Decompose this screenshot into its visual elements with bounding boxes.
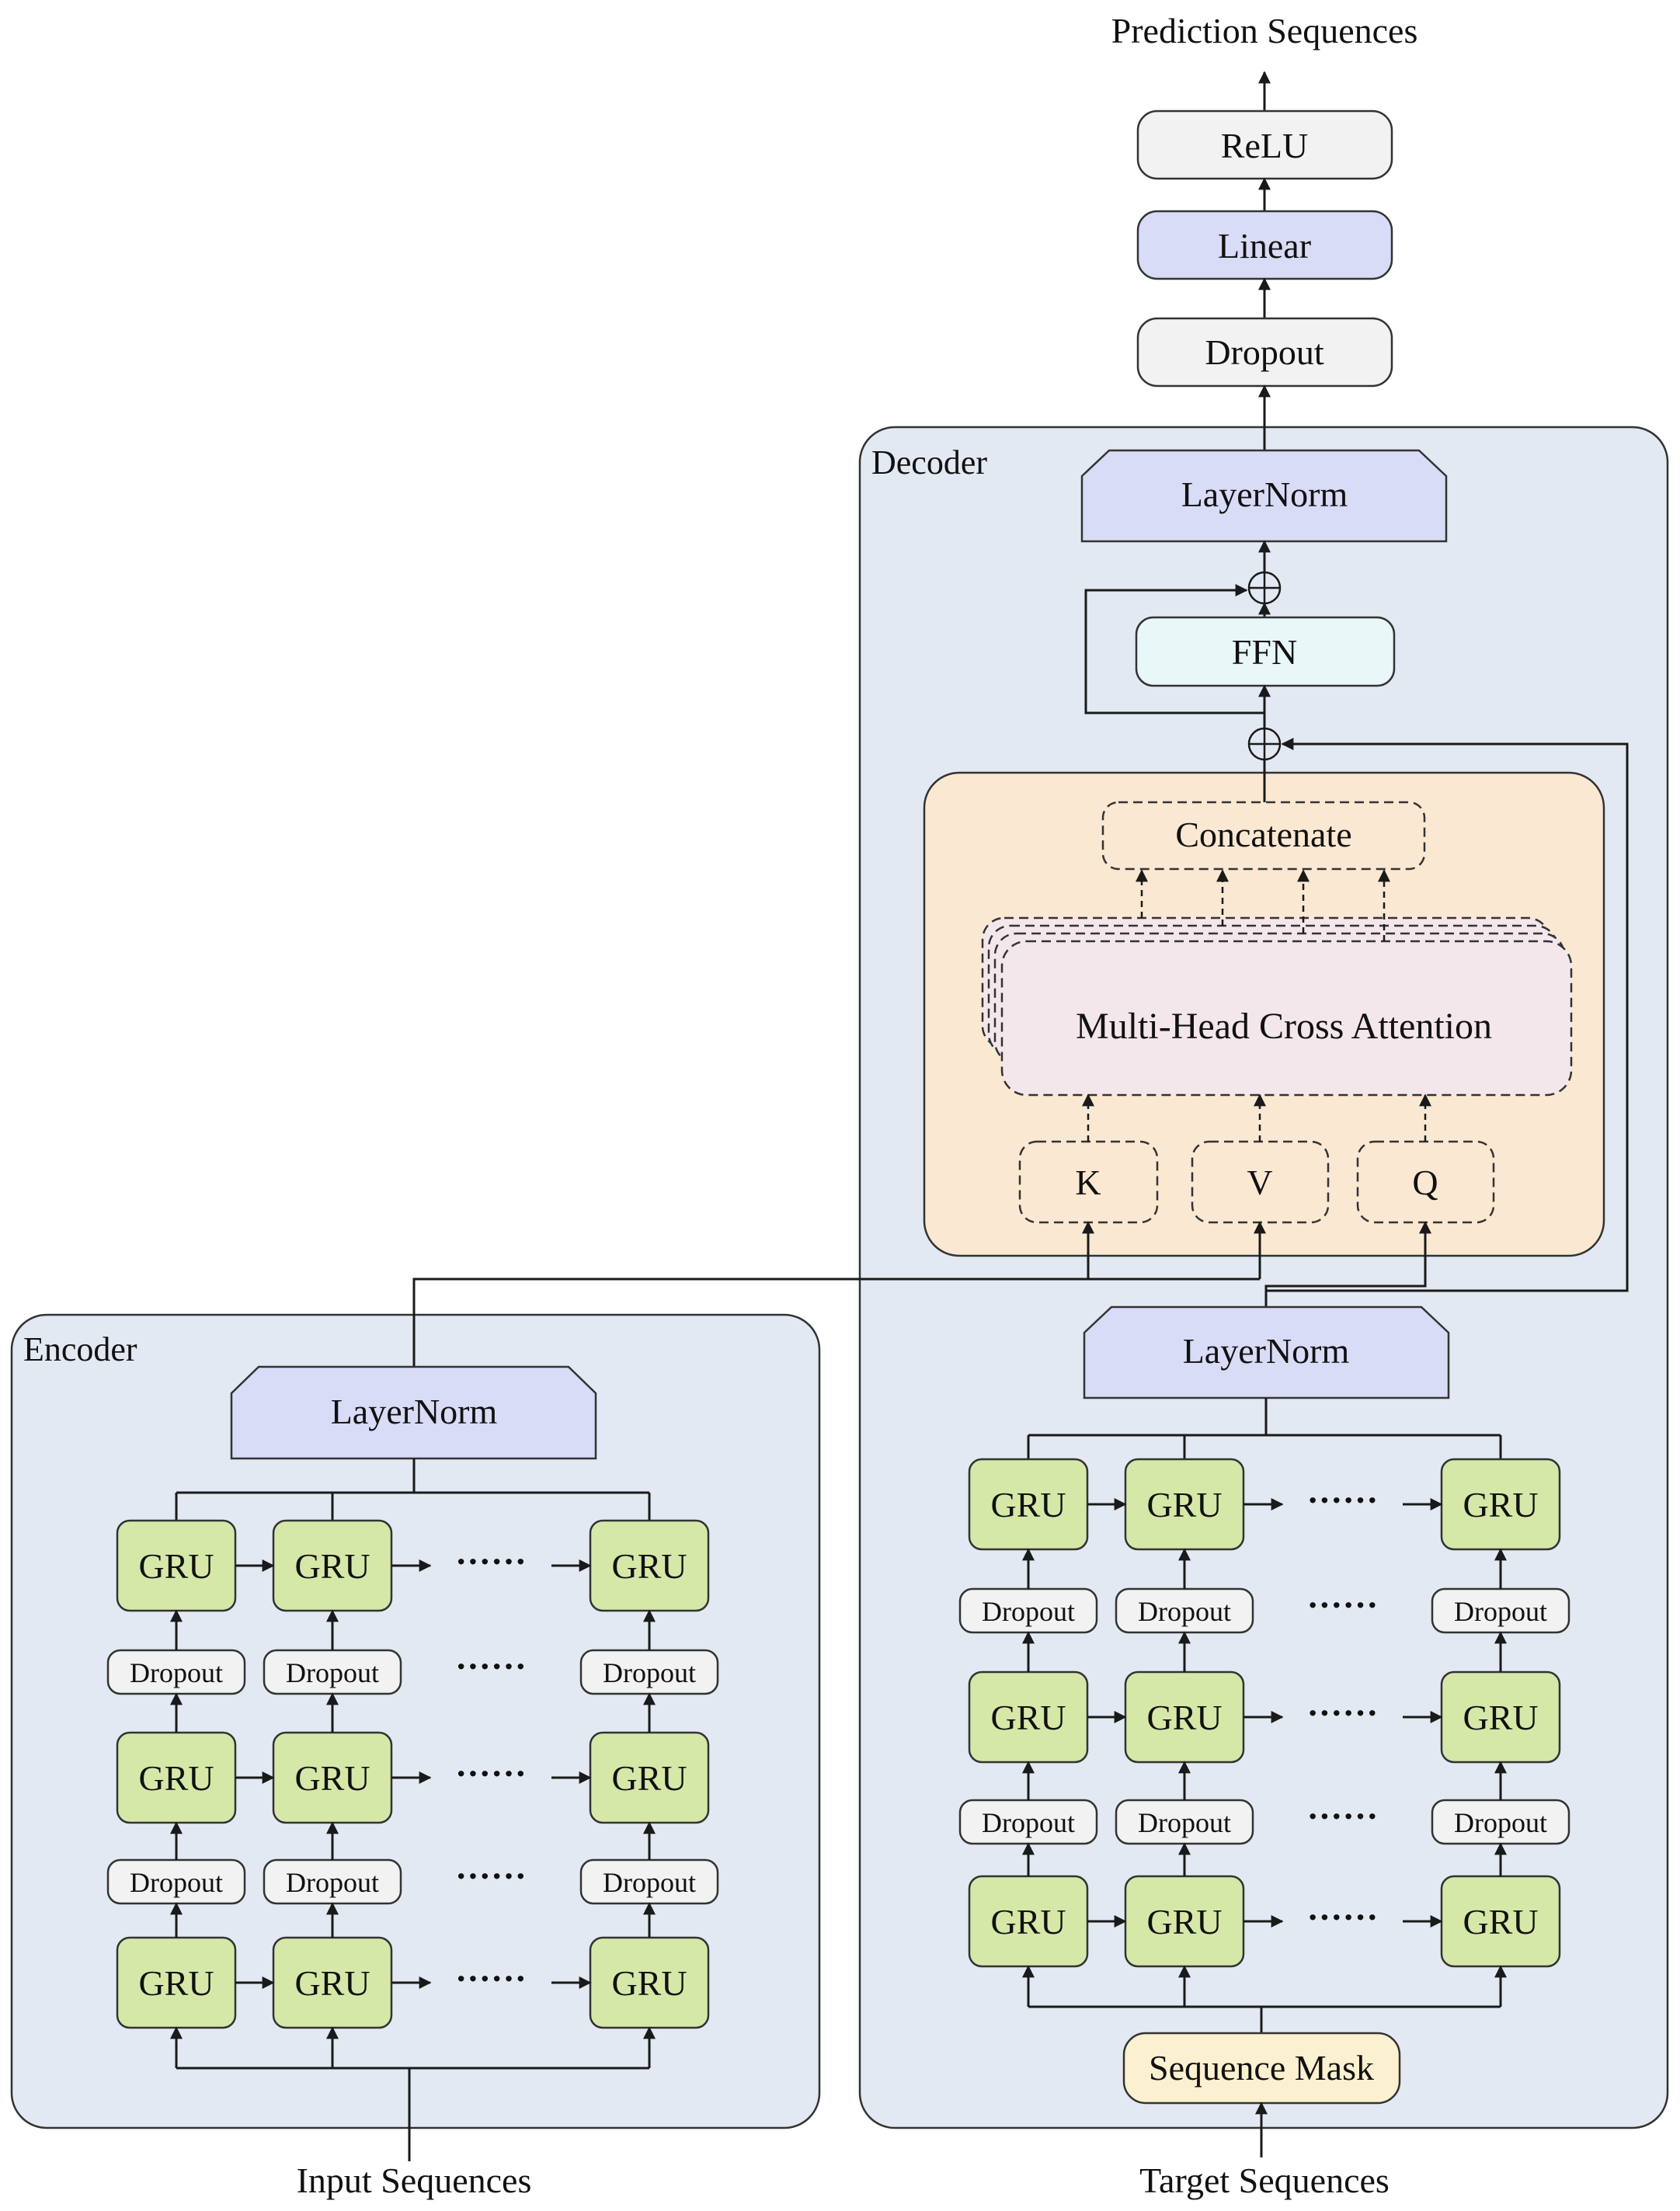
- encoder-gru-label: GRU: [294, 1963, 370, 2003]
- encoder-gru-label: GRU: [138, 1963, 214, 2003]
- encoder-dropout-label: Dropout: [603, 1657, 696, 1688]
- q-label: Q: [1412, 1163, 1438, 1202]
- decoder-layernorm-bottom: [1083, 1305, 1450, 1399]
- decoder-dropout-label: Dropout: [1138, 1807, 1231, 1838]
- k-label: K: [1075, 1163, 1101, 1202]
- relu-label: ReLU: [1221, 126, 1308, 165]
- decoder-layernorm-top: [1080, 449, 1448, 543]
- decoder-gru-label: GRU: [990, 1485, 1066, 1524]
- encoder-gru-ellipsis: ······: [455, 1754, 527, 1793]
- decoder-gru-label: GRU: [990, 1698, 1066, 1737]
- head-dropout-label: Dropout: [1205, 332, 1324, 372]
- add-icon-top: [1247, 571, 1282, 605]
- encoder-dropout-label: Dropout: [130, 1867, 223, 1898]
- encoder-title: Encoder: [23, 1330, 137, 1368]
- encoder-gru-label: GRU: [611, 1758, 687, 1798]
- encoder-dropout-ellipsis: ······: [455, 1646, 527, 1686]
- concatenate-box: [1101, 801, 1426, 871]
- encoder-dropout-label: Dropout: [286, 1867, 379, 1898]
- decoder-dropout-ellipsis: ······: [1306, 1796, 1378, 1836]
- ffn-label: FFN: [1232, 632, 1297, 672]
- encoder-panel: [10, 1313, 821, 2129]
- residual-ffn: [1084, 584, 1264, 714]
- encoder-gru-label: GRU: [294, 1546, 370, 1586]
- decoder-dropout-label: Dropout: [982, 1596, 1075, 1627]
- multi-head-attention-label: Multi-Head Cross Attention: [1076, 1006, 1492, 1047]
- sequence-mask-label: Sequence Mask: [1149, 2048, 1374, 2088]
- encoder-layernorm: [230, 1365, 597, 1460]
- encoder-gru-label: GRU: [294, 1758, 370, 1798]
- input-sequences-label: Input Sequences: [297, 2161, 532, 2200]
- decoder-gru-label: GRU: [1463, 1698, 1538, 1737]
- decoder-dropout-label: Dropout: [982, 1807, 1075, 1838]
- encoder-gru-stack: GRU GRU GRU ······ GRU GRU GRU ······ GRU GRU GRU ·…: [106, 1458, 719, 2070]
- decoder-gru-label: GRU: [1463, 1485, 1538, 1524]
- decoder-gru-label: GRU: [1146, 1698, 1222, 1737]
- encoder-gru-label: GRU: [138, 1546, 214, 1586]
- decoder-dropout-ellipsis: ······: [1306, 1585, 1378, 1625]
- decoder-dropout-label: Dropout: [1454, 1807, 1547, 1838]
- decoder-gru-label: GRU: [1146, 1902, 1222, 1942]
- encoder-gru-label: GRU: [138, 1758, 214, 1798]
- target-sequences-label: Target Sequences: [1139, 2161, 1390, 2200]
- decoder-gru-ellipsis: ······: [1306, 1693, 1378, 1733]
- decoder-layernorm-to-q: [1264, 1221, 1431, 1307]
- v-label: V: [1247, 1163, 1272, 1202]
- concatenate-label: Concatenate: [1175, 815, 1351, 854]
- decoder-dropout-label: Dropout: [1454, 1596, 1547, 1627]
- kvq-to-attention-arrows: [1082, 1093, 1431, 1142]
- decoder-dropout-label: Dropout: [1138, 1596, 1231, 1627]
- encoder-gru-label: GRU: [611, 1963, 687, 2003]
- decoder-gru-label: GRU: [990, 1902, 1066, 1942]
- encoder-dropout-ellipsis: ······: [455, 1856, 527, 1896]
- head-to-concat-arrows: [1136, 869, 1390, 941]
- encoder-gru-ellipsis: ······: [455, 1959, 527, 1998]
- decoder-layernorm-bottom-label: LayerNorm: [1183, 1331, 1350, 1371]
- encoder-output-line: [412, 1278, 1260, 1367]
- add-icon-bottom: [1247, 727, 1282, 761]
- attention-head-front: [1000, 940, 1573, 1097]
- decoder-gru-ellipsis: ······: [1306, 1480, 1378, 1520]
- encoder-gru-ellipsis: ······: [455, 1542, 527, 1581]
- encoder-dropout-label: Dropout: [130, 1657, 223, 1688]
- decoder-gru-ellipsis: ······: [1306, 1897, 1378, 1937]
- decoder-gru-label: GRU: [1146, 1485, 1222, 1524]
- linear-label: Linear: [1218, 226, 1311, 266]
- encoder-dropout-label: Dropout: [286, 1657, 379, 1688]
- decoder-layernorm-top-label: LayerNorm: [1181, 475, 1348, 514]
- encoder-dropout-label: Dropout: [603, 1867, 696, 1898]
- prediction-sequences-label: Prediction Sequences: [1111, 11, 1418, 50]
- encoder-gru-label: GRU: [611, 1546, 687, 1586]
- decoder-gru-stack: GRU GRU GRU ······ GRU GRU GRU ······ GRU GRU GRU ·…: [958, 1398, 1570, 2033]
- encoder-layernorm-label: LayerNorm: [331, 1392, 498, 1431]
- decoder-gru-label: GRU: [1463, 1902, 1538, 1942]
- decoder-title: Decoder: [871, 443, 987, 481]
